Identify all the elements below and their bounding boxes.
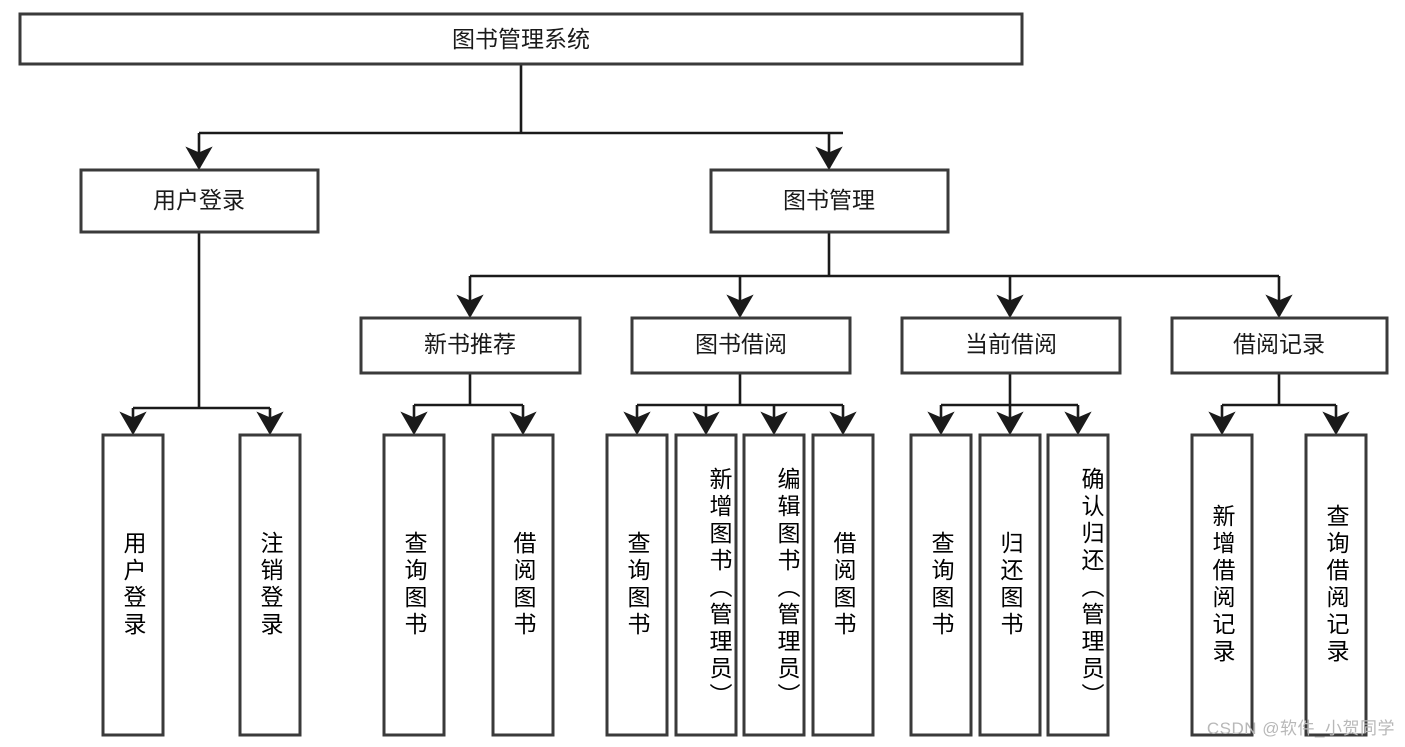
csdn-watermark: CSDN @软件_小贺同学 (1206, 719, 1395, 738)
connector-group-new-book-recommend (400, 373, 537, 435)
leaf-label-confirm-return: 确认归还（管理员） (1078, 467, 1104, 710)
leaf-label-borrow-book-2: 借阅图书 (830, 531, 856, 639)
node-box-borrow-record[interactable] (1170, 316, 1389, 375)
leaf-label-add-book-wrap: 新增图书（管理员） (676, 442, 736, 735)
leaf-label-edit-book: 编辑图书（管理员） (774, 467, 800, 710)
leaf-label-add-record: 新增借阅记录 (1209, 504, 1235, 666)
leaf-label-return-book: 归还图书 (997, 531, 1023, 639)
node-box-book-manage[interactable] (709, 168, 950, 234)
leaf-box-user-login[interactable] (101, 433, 165, 737)
leaf-label-return-book-wrap: 归还图书 (980, 435, 1040, 735)
leaf-box-group (101, 433, 1368, 737)
leaf-box-query-book-3[interactable] (909, 433, 973, 737)
leaf-label-query-record: 查询借阅记录 (1323, 504, 1349, 666)
leaf-box-query-record[interactable] (1304, 433, 1368, 737)
leaf-label-query-book-1: 查询图书 (401, 531, 427, 639)
leaf-box-query-book-2[interactable] (605, 433, 669, 737)
node-label-user-login: 用户登录 (153, 187, 245, 213)
connector-group-borrow-record (1208, 373, 1350, 435)
leaf-label-query-book-2-wrap: 查询图书 (607, 435, 667, 735)
node-label-borrow-record: 借阅记录 (1233, 331, 1325, 357)
connector-group-book-borrow (623, 373, 857, 435)
leaf-label-borrow-book-1-wrap: 借阅图书 (493, 435, 553, 735)
leaf-box-query-book-1[interactable] (382, 433, 446, 737)
leaf-label-query-book-3: 查询图书 (928, 531, 954, 639)
leaf-label-edit-book-wrap: 编辑图书（管理员） (744, 442, 804, 735)
leaf-label-query-book-3-wrap: 查询图书 (911, 435, 971, 735)
leaf-box-borrow-book-1[interactable] (491, 433, 555, 737)
node-box-user-login[interactable] (79, 168, 320, 234)
node-box-book-borrow[interactable] (630, 316, 852, 375)
leaf-box-logout[interactable] (238, 433, 302, 737)
node-label-book-borrow: 图书借阅 (695, 331, 787, 357)
leaf-label-user-login-wrap: 用户登录 (103, 435, 163, 735)
node-label-root: 图书管理系统 (452, 26, 590, 52)
leaf-label-confirm-return-wrap: 确认归还（管理员） (1048, 442, 1108, 735)
node-label-new-book-recommend: 新书推荐 (424, 331, 516, 357)
connector-group-book-manage (456, 232, 1293, 318)
leaf-label-user-login: 用户登录 (120, 531, 146, 639)
leaf-box-return-book[interactable] (978, 433, 1042, 737)
leaf-label-logout-wrap: 注销登录 (240, 435, 300, 735)
connector-group-current-borrow (927, 373, 1092, 435)
leaf-label-query-book-1-wrap: 查询图书 (384, 435, 444, 735)
leaf-label-borrow-book-1: 借阅图书 (510, 531, 536, 639)
leaf-box-edit-book[interactable] (742, 433, 806, 737)
connector-group-user-login (119, 232, 284, 435)
leaf-label-borrow-book-2-wrap: 借阅图书 (813, 435, 873, 735)
node-box-root[interactable] (18, 12, 1024, 66)
leaf-label-add-book: 新增图书（管理员） (706, 467, 732, 710)
node-label-book-manage: 图书管理 (783, 187, 875, 213)
node-label-current-borrow: 当前借阅 (965, 331, 1057, 357)
connector-group-root (185, 64, 843, 170)
leaf-label-add-record-wrap: 新增借阅记录 (1192, 435, 1252, 735)
leaf-box-add-record[interactable] (1190, 433, 1254, 737)
leaf-label-logout: 注销登录 (257, 531, 283, 639)
leaf-label-query-record-wrap: 查询借阅记录 (1306, 435, 1366, 735)
node-box-new-book-recommend[interactable] (359, 316, 582, 375)
leaf-label-query-book-2: 查询图书 (624, 531, 650, 639)
leaf-box-add-book[interactable] (674, 433, 738, 737)
leaf-box-borrow-book-2[interactable] (811, 433, 875, 737)
node-box-current-borrow[interactable] (900, 316, 1122, 375)
leaf-box-confirm-return[interactable] (1046, 433, 1110, 737)
